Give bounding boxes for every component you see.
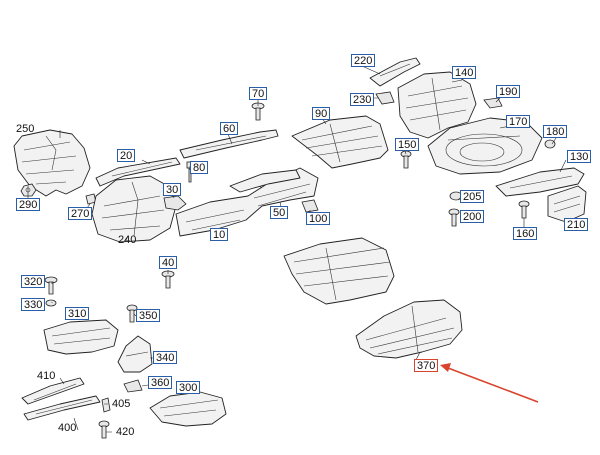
label-130: 130 <box>567 150 592 163</box>
part-50-shape <box>229 169 301 193</box>
part-330-shape <box>45 299 57 307</box>
label-140: 140 <box>452 66 477 79</box>
part-300-shape <box>149 391 227 427</box>
label-60: 60 <box>220 122 239 135</box>
part-20-shape <box>95 157 181 187</box>
part-340-shape <box>117 335 153 373</box>
label-80: 80 <box>190 161 209 174</box>
label-310: 310 <box>65 307 90 320</box>
label-90: 90 <box>312 107 331 120</box>
part-210-shape <box>547 185 587 223</box>
label-190: 190 <box>496 85 521 98</box>
part-240-shape <box>91 175 177 243</box>
label-50: 50 <box>270 206 289 219</box>
part-90-shape <box>291 115 389 169</box>
label-330: 330 <box>21 298 46 311</box>
part-60-shape <box>179 129 279 159</box>
label-340: 340 <box>153 351 178 364</box>
part-130-shape <box>495 167 585 197</box>
part-100-shape <box>301 199 319 213</box>
label-320: 320 <box>21 275 46 288</box>
label-20: 20 <box>117 149 136 162</box>
part-350-shape <box>126 304 138 323</box>
label-160: 160 <box>513 227 538 240</box>
part-420-shape <box>98 420 110 439</box>
label-405: 405 <box>112 398 131 410</box>
label-150: 150 <box>395 138 420 151</box>
part-370-shape <box>355 299 463 359</box>
label-220: 220 <box>351 54 376 67</box>
part-30-shape <box>163 195 187 211</box>
label-30: 30 <box>163 183 182 196</box>
label-270: 270 <box>68 207 93 220</box>
label-370-highlighted: 370 <box>414 359 439 372</box>
label-290: 290 <box>16 198 41 211</box>
label-210: 210 <box>564 218 589 231</box>
label-100: 100 <box>306 212 331 225</box>
label-350: 350 <box>136 309 161 322</box>
label-420: 420 <box>116 426 135 438</box>
part-180-shape <box>544 139 556 149</box>
part-310-shape <box>43 319 119 355</box>
label-400: 400 <box>58 422 77 434</box>
label-360: 360 <box>148 376 173 389</box>
label-410: 410 <box>37 370 56 382</box>
part-220-shape <box>369 57 421 87</box>
label-40: 40 <box>159 256 178 269</box>
part-360-shape <box>123 379 143 393</box>
part-405-shape <box>101 397 111 413</box>
part-middle-shield-shape <box>283 237 395 305</box>
part-230-shape <box>375 91 395 105</box>
part-160-shape <box>518 200 530 219</box>
label-230: 230 <box>350 93 375 106</box>
label-250: 250 <box>16 123 35 135</box>
part-400-410-shape <box>21 377 101 421</box>
label-240: 240 <box>118 234 137 246</box>
part-140-shape <box>397 71 477 139</box>
label-300: 300 <box>176 381 201 394</box>
part-170-shape <box>427 117 543 175</box>
label-170: 170 <box>506 115 531 128</box>
part-320-shape <box>44 276 58 295</box>
label-200: 200 <box>460 210 485 223</box>
label-10: 10 <box>210 228 229 241</box>
label-180: 180 <box>543 125 568 138</box>
label-205: 205 <box>460 190 485 203</box>
label-70: 70 <box>249 87 268 100</box>
